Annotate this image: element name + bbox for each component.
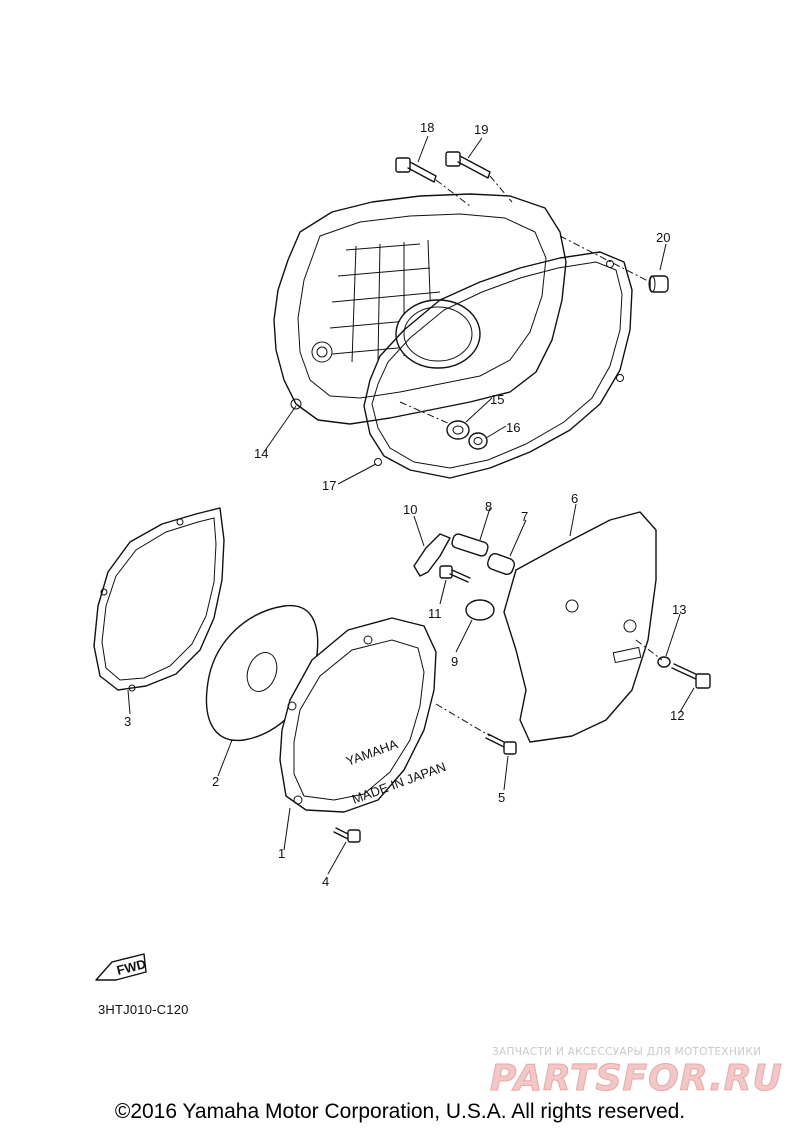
crankcase-gasket-part [363, 251, 633, 479]
callout-19: 19 [474, 122, 488, 137]
bolt-part-19 [445, 151, 491, 179]
bracket-part [413, 533, 451, 577]
callout-5: 5 [498, 790, 505, 805]
callout-12: 12 [670, 708, 684, 723]
bolt-part-18 [395, 157, 437, 183]
bolt-part-11 [439, 565, 471, 583]
bolt-part-12 [671, 663, 711, 689]
ring-part [465, 599, 495, 621]
callout-6: 6 [571, 491, 578, 506]
screw-part-5 [485, 733, 517, 755]
watermark-tagline: ЗАПЧАСТИ И АКСЕССУАРЫ ДЛЯ МОТОТЕХНИКИ [492, 1046, 762, 1058]
callout-4: 4 [322, 874, 329, 889]
pin-part [451, 533, 489, 557]
callout-18: 18 [420, 120, 434, 135]
fwd-label: FWD [115, 956, 147, 978]
callout-labels: 1 2 3 4 5 6 7 8 9 10 11 12 13 14 15 16 1… [124, 120, 686, 889]
callout-17: 17 [322, 478, 336, 493]
callout-3: 3 [124, 714, 131, 729]
leader-lines [127, 135, 695, 875]
callout-9: 9 [451, 654, 458, 669]
callout-20: 20 [656, 230, 670, 245]
forward-arrow-icon: FWD [95, 953, 147, 981]
oil-seal-part [446, 420, 470, 440]
callout-7: 7 [521, 509, 528, 524]
cover-gasket-part [93, 507, 225, 691]
callout-14: 14 [254, 446, 268, 461]
callout-10: 10 [403, 502, 417, 517]
callout-13: 13 [672, 602, 686, 617]
watermark-logo: PARTSFOR.RU [490, 1058, 783, 1100]
diagram-code: 3HTJ010-C120 [98, 1002, 189, 1017]
generator-cover-part: YAMAHA MADE IN JAPAN [279, 617, 448, 813]
chain-guard-part [503, 511, 657, 743]
screw-part-4 [333, 827, 361, 843]
callout-16: 16 [506, 420, 520, 435]
callout-1: 1 [278, 846, 285, 861]
dowel-pin-part [648, 275, 669, 293]
o-ring-part [468, 432, 488, 450]
collar-part [487, 553, 515, 575]
callout-8: 8 [485, 499, 492, 514]
callout-2: 2 [212, 774, 219, 789]
callout-15: 15 [490, 392, 504, 407]
callout-11: 11 [428, 606, 442, 621]
copyright-footer: ©2016 Yamaha Motor Corporation, U.S.A. A… [114, 1100, 686, 1123]
crankcase-cover-part [273, 193, 567, 425]
